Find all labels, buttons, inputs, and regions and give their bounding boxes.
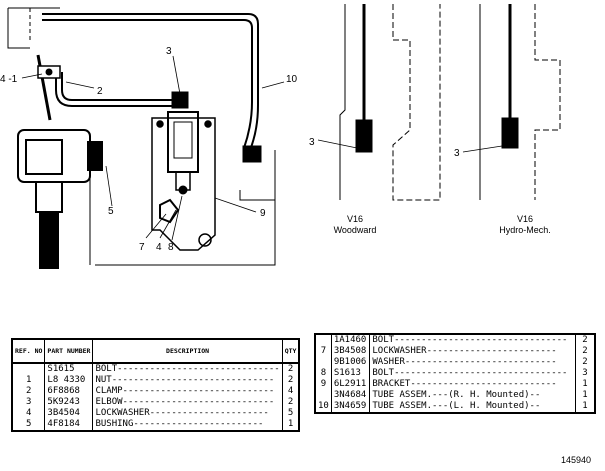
elbow-right <box>242 145 262 163</box>
caption-v16-hydro: V16 Hydro-Mech. <box>490 214 560 236</box>
callout-3-woodward: 3 <box>309 137 315 148</box>
col-ref: REF. NO <box>11 338 46 364</box>
desc: BOLT-------------------------------- <box>369 334 576 346</box>
desc: BRACKET--------------------------- <box>369 379 576 390</box>
col-qty: QTY <box>281 338 300 364</box>
callout-3-top: 3 <box>166 46 172 57</box>
desc: WASHER---------------------------- <box>369 357 576 368</box>
desc: LOCKWASHER------------------------ <box>369 346 576 357</box>
callout-10: 10 <box>286 74 298 85</box>
callout-4: 4 <box>156 242 162 253</box>
actuator <box>167 91 199 195</box>
callout-4-1: 4 -1 <box>0 74 18 85</box>
v16-woodward-view <box>339 4 441 201</box>
callout-2: 2 <box>97 86 103 97</box>
caption-v16-hydro-name: Hydro-Mech. <box>499 225 551 235</box>
caption-v16-woodward: V16 Woodward <box>330 214 380 236</box>
callout-9: 9 <box>260 208 266 219</box>
desc: BOLT------------------------------ <box>92 363 283 375</box>
desc: ELBOW---------------------------- <box>92 397 283 408</box>
col-desc: DESCRIPTION <box>92 338 283 364</box>
caption-v16-hydro-model: V16 <box>516 214 533 224</box>
desc: TUBE ASSEM.---(R. H. Mounted)-- <box>369 390 576 401</box>
desc: BUSHING------------------------ <box>92 419 283 431</box>
desc: CLAMP---------------------------- <box>92 386 283 397</box>
tube-assembly <box>42 13 259 151</box>
leader-lines <box>21 55 503 241</box>
desc: LOCKWASHER---------------------- <box>92 408 283 419</box>
bracket <box>151 117 216 251</box>
desc: TUBE ASSEM.---(L. H. Mounted)-- <box>369 401 576 413</box>
col-part: PART NUMBER <box>44 338 94 364</box>
control-rod <box>36 54 61 121</box>
callout-labels: 4 -1 2 3 10 5 9 7 4 8 3 3 <box>0 46 460 253</box>
desc: BOLT-------------------------------- <box>369 368 576 379</box>
control-box <box>17 129 103 269</box>
figure-number: 145940 <box>560 455 591 465</box>
desc: NUT------------------------------ <box>92 375 283 386</box>
callout-7: 7 <box>139 242 145 253</box>
v16-hydro-view <box>479 4 561 200</box>
caption-v16-woodward-model: V16 <box>346 214 363 224</box>
caption-v16-woodward-name: Woodward <box>333 225 377 235</box>
callout-5: 5 <box>108 206 114 217</box>
callout-8: 8 <box>168 242 174 253</box>
callout-3-hydro: 3 <box>454 148 460 159</box>
parts-table-1: REF. NO PART NUMBER DESCRIPTION QTY S161… <box>11 338 301 432</box>
